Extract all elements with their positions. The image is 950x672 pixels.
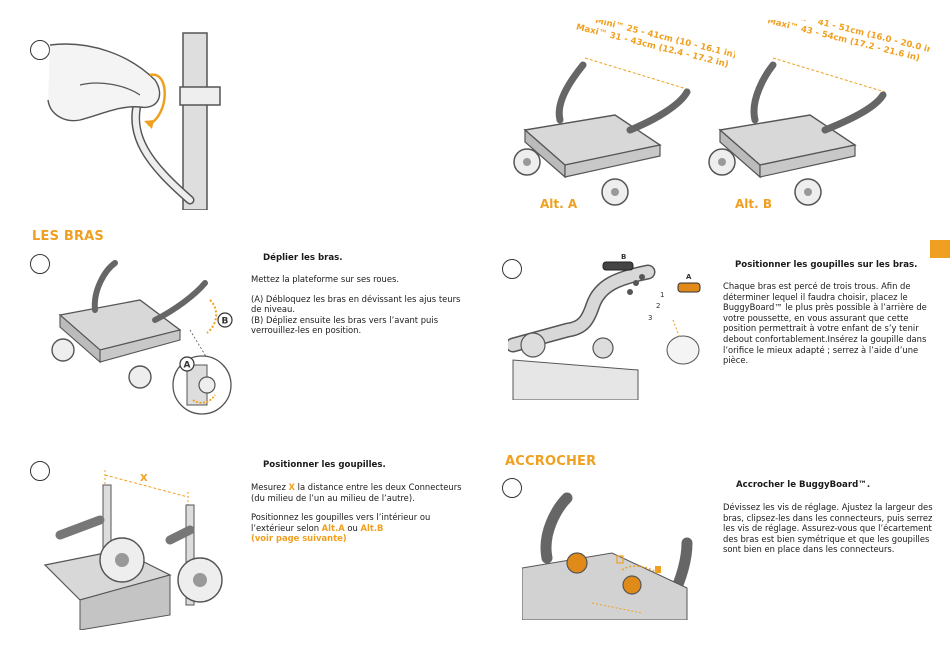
unfold-p1: Mettez la plateforme sur ses roues. (251, 274, 400, 284)
alt-b-label: Alt. B (735, 197, 772, 211)
strap-illustration (47, 32, 221, 210)
attach-body: Dévissez les vis de réglage. Ajustez la … (723, 502, 933, 555)
pins-p2-mid: ou (344, 522, 361, 533)
pins-arms-body: Chaque bras est percé de trois trous. Af… (723, 281, 927, 366)
callout-b: B (222, 317, 229, 327)
attach-heading: Accrocher le BuggyBoard™. (736, 480, 871, 490)
pins-text: Mesurez X la distance entre les deux Con… (251, 482, 466, 544)
page-side-tab (930, 240, 950, 258)
hole-2-label: 2 (656, 302, 660, 310)
step-circle-pins-arms (502, 259, 522, 279)
pins-heading: Positionner les goupilles. (263, 460, 386, 470)
pin-a-label: A (686, 273, 692, 281)
unfold-illustration: B A (51, 260, 233, 415)
step-circle-attach (502, 478, 522, 498)
pins-p2-altb: Alt.B (360, 522, 384, 533)
pin-b-label: B (621, 253, 626, 261)
section-title-arms: LES BRAS (32, 229, 104, 244)
pins-p1-post: la distance entre les deux Connecteurs (… (251, 482, 462, 503)
pins-p2-alta: Alt.A (321, 522, 345, 533)
unfold-p2a: (A) Débloquez les bras en dévissant les … (251, 293, 461, 315)
pins-illustration: X (43, 470, 223, 630)
pins-arms-illustration: 1 2 3 B A (508, 253, 701, 400)
step-circle-strap (30, 40, 50, 60)
pins-p2: Positionnez les goupilles vers l’intérie… (251, 512, 466, 533)
pins-p2-note: (voir page suivante) (251, 533, 347, 544)
callout-a: A (184, 361, 191, 371)
pins-p1: Mesurez X la distance entre les deux Con… (251, 482, 466, 503)
pins-p2-pre: Positionnez les goupilles vers l’intérie… (251, 512, 431, 533)
hole-3-label: 3 (648, 314, 652, 322)
step-circle-pins (30, 461, 50, 481)
hole-1-label: 1 (660, 291, 664, 299)
unfold-text: Mettez la plateforme sur ses roues. (A) … (251, 274, 461, 336)
alt-b-illustration: Mini™ 41 - 51cm (16.0 - 20.0 in) Maxi™ 4… (708, 20, 930, 211)
section-title-attach: ACCROCHER (505, 454, 597, 469)
unfold-heading: Déplier les bras. (263, 253, 343, 263)
unfold-p2b: (B) Dépliez ensuite les bras vers l’avan… (251, 314, 439, 336)
pins-p1-pre: Mesurez (251, 482, 289, 492)
pins-dim-x: X (140, 473, 148, 484)
attach-illustration (522, 492, 693, 620)
pins-p1-x: X (288, 482, 295, 492)
pins-arms-heading: Positionner les goupilles sur les bras. (735, 260, 918, 270)
alt-a-label: Alt. A (540, 197, 578, 211)
step-circle-unfold (30, 254, 50, 274)
alt-a-illustration: Mini™ 25 - 41cm (10 - 16.1 in) Maxi™ 31 … (513, 20, 735, 211)
